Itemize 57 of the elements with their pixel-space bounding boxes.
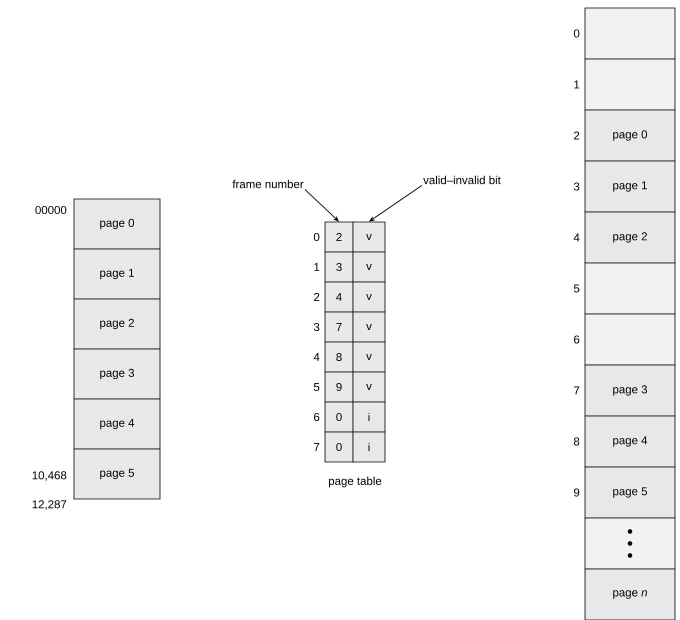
logical-page: page 5: [74, 448, 160, 500]
index-number: 1: [314, 263, 320, 271]
table-cell: 8: [324, 342, 354, 372]
index-number: 5: [314, 383, 320, 391]
index-number: 6: [314, 412, 320, 422]
address-label: 10,468: [32, 471, 66, 481]
index-number: 5: [574, 284, 580, 292]
caption: page table: [328, 476, 382, 488]
memory-frame: page 2: [584, 212, 676, 264]
table-cell: v: [352, 222, 386, 252]
table-cell: v: [352, 312, 386, 342]
leader-label: valid–invalid bit: [423, 176, 501, 184]
index-number: 2: [574, 132, 580, 140]
memory-frame: page 3: [584, 364, 676, 416]
leader-label: frame number: [232, 180, 304, 188]
memory-frame: [584, 8, 676, 60]
memory-frame: [584, 58, 676, 110]
table-cell: 3: [324, 252, 354, 282]
logical-page: page 4: [74, 398, 160, 450]
index-number: 6: [574, 335, 580, 344]
table-cell: 0: [324, 402, 354, 432]
table-cell: 0: [324, 432, 354, 462]
index-number: 8: [574, 437, 580, 446]
memory-frame: page 1: [584, 160, 676, 212]
index-number: 7: [574, 386, 580, 394]
table-cell: 7: [324, 312, 354, 342]
index-number: 1: [574, 80, 580, 88]
table-cell: 9: [324, 372, 354, 402]
table-cell: 2: [324, 222, 354, 252]
table-cell: 4: [324, 282, 354, 312]
index-number: 7: [314, 443, 320, 451]
table-cell: v: [352, 282, 386, 312]
memory-frame: page n: [584, 568, 676, 620]
table-cell: v: [352, 252, 386, 282]
ellipsis-frame: [584, 518, 676, 570]
index-number: 2: [314, 293, 320, 301]
memory-frame: page 0: [584, 110, 676, 162]
index-number: 3: [314, 322, 320, 332]
address-label: 12,287: [32, 500, 66, 510]
memory-frame: page 4: [584, 416, 676, 468]
index-number: 9: [574, 488, 580, 497]
logical-page: page 2: [74, 298, 160, 350]
index-number: 4: [574, 234, 580, 242]
logical-page: page 3: [74, 348, 160, 400]
logical-page: page 1: [74, 248, 160, 300]
logical-page: page 0: [74, 198, 160, 250]
memory-frame: [584, 262, 676, 314]
table-cell: v: [352, 342, 386, 372]
memory-frame: [584, 314, 676, 366]
table-cell: i: [352, 402, 386, 432]
index-number: 3: [574, 182, 580, 191]
index-number: 4: [314, 353, 320, 361]
index-number: 0: [314, 232, 320, 242]
table-cell: v: [352, 372, 386, 402]
table-cell: i: [352, 432, 386, 462]
memory-frame: page 5: [584, 466, 676, 518]
index-number: 0: [574, 29, 580, 38]
